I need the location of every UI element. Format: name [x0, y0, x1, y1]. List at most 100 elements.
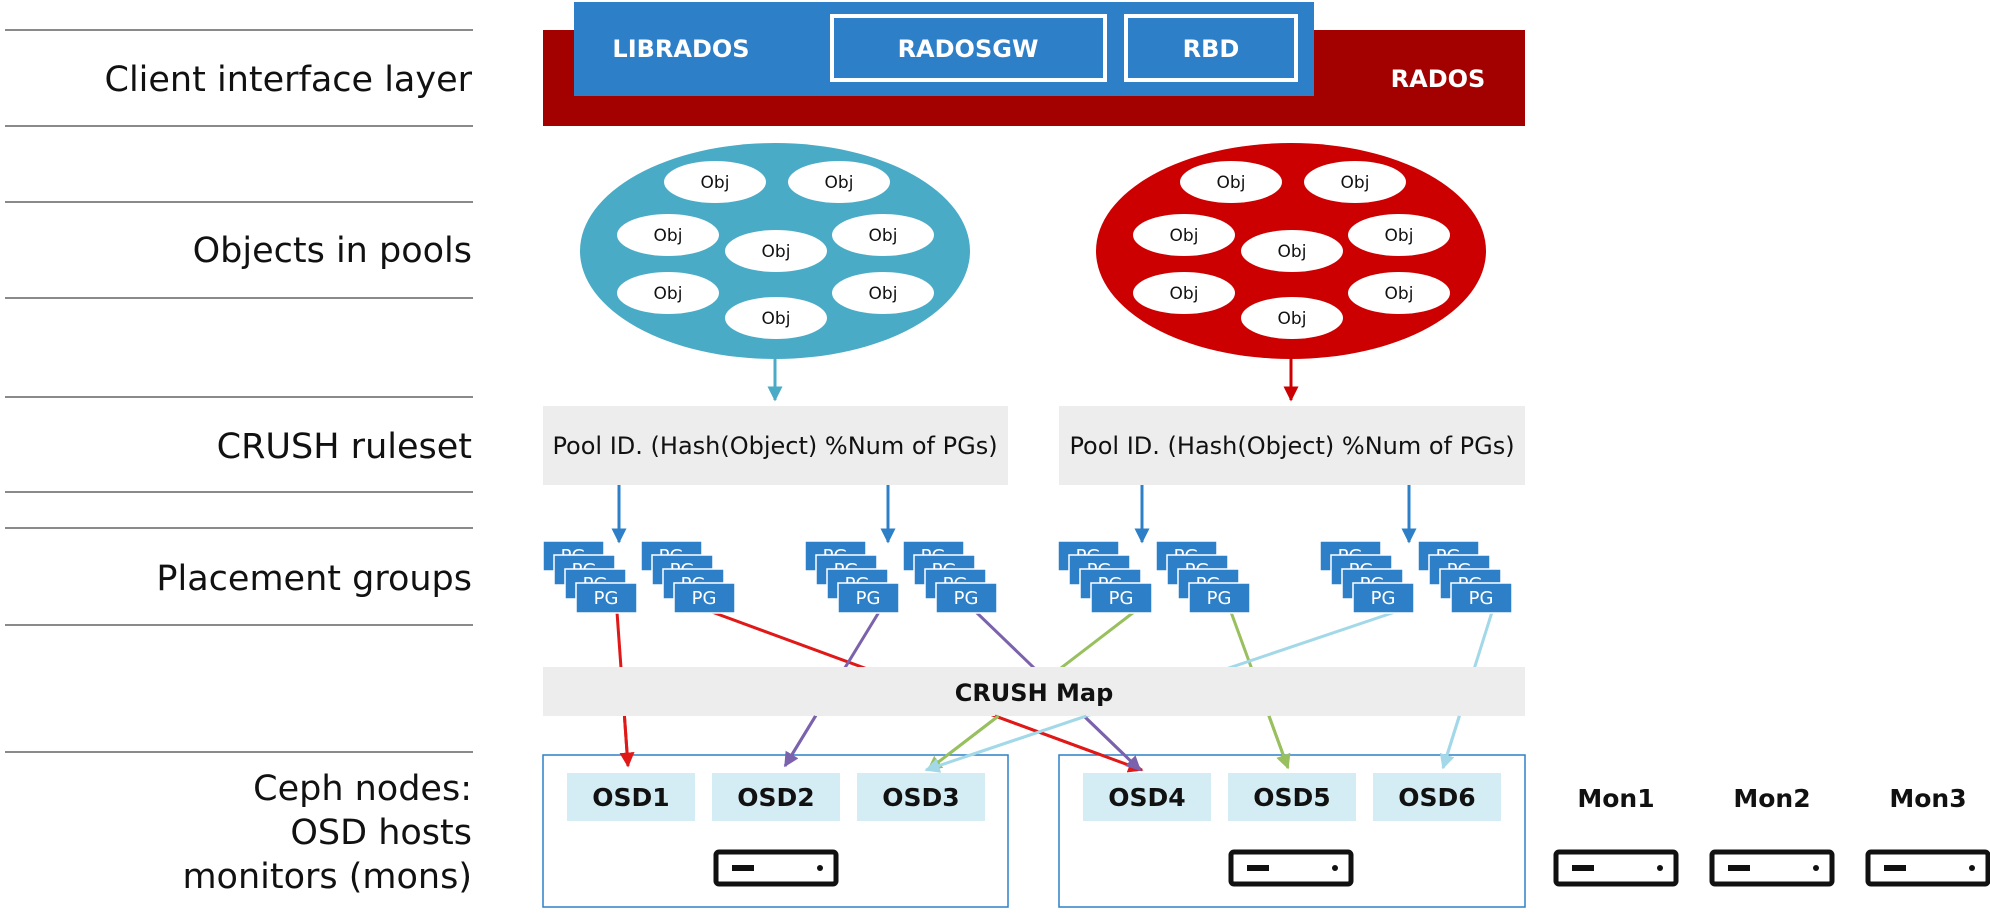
server-icon	[1865, 849, 1990, 887]
crush-ruleset: Pool ID. (Hash(Object) %Num of PGs) Pool…	[543, 406, 1525, 485]
object-right-2: Obj	[1304, 161, 1406, 203]
ruleset-box-right	[1059, 406, 1525, 485]
server-icon	[713, 849, 839, 887]
layer-label-nodes-3: monitors (mons)	[182, 857, 472, 897]
placement-group: PG	[1188, 582, 1251, 614]
object-left-3: Obj	[617, 214, 719, 256]
object-left-8: Obj	[832, 272, 934, 314]
pg-label: PG	[1109, 588, 1134, 609]
osd-6: OSD6	[1373, 773, 1501, 821]
monitor-2: Mon2	[1709, 784, 1835, 887]
ruleset-to-pg-arrows	[611, 485, 1417, 544]
object-label: Obj	[762, 242, 791, 262]
rbd-box	[1124, 14, 1298, 82]
radosgw-label: RADOSGW	[898, 35, 1039, 63]
placement-groups: PGPGPGPGPGPGPGPGPGPGPGPGPGPGPGPGPGPGPGPG…	[542, 540, 1513, 614]
layer-label-nodes-2: OSD hosts	[290, 813, 472, 853]
osd-label: OSD3	[882, 783, 959, 812]
object-left-7: Obj	[725, 297, 827, 339]
object-right-3: Obj	[1133, 214, 1235, 256]
monitor-label: Mon1	[1577, 784, 1654, 813]
object-left-6: Obj	[617, 272, 719, 314]
pg-label: PG	[1207, 588, 1232, 609]
object-label: Obj	[1278, 242, 1307, 262]
object-label: Obj	[762, 309, 791, 329]
pg-label: PG	[692, 588, 717, 609]
monitor-label: Mon2	[1733, 784, 1810, 813]
monitor-1: Mon1	[1553, 784, 1679, 887]
layer-labels: Client interface layer Objects in pools …	[5, 29, 473, 897]
object-label: Obj	[1278, 309, 1307, 329]
monitor-3: Mon3	[1865, 784, 1990, 887]
object-label: Obj	[1385, 226, 1414, 246]
object-label: Obj	[1170, 284, 1199, 304]
object-label: Obj	[1341, 173, 1370, 193]
client-interface-layer: RADOS LIBRADOS RADOSGW RBD	[543, 2, 1525, 126]
crush-to-osd-arrows	[619, 714, 1461, 773]
pg-label: PG	[856, 588, 881, 609]
server-icon	[1709, 849, 1835, 887]
placement-group: PG	[1352, 582, 1415, 614]
monitors: Mon1 Mon2 Mon3	[1553, 784, 1990, 887]
pg-label: PG	[954, 588, 979, 609]
object-right-8: Obj	[1348, 272, 1450, 314]
placement-group: PG	[673, 582, 736, 614]
osd-5: OSD5	[1228, 773, 1356, 821]
mapping-arrow-1	[619, 715, 635, 768]
mapping-arrow-4	[1082, 714, 1142, 772]
layer-label-client: Client interface layer	[105, 60, 473, 100]
layer-label-pg: Placement groups	[156, 559, 472, 599]
crush-map-bar	[543, 667, 1525, 716]
ruleset-text-left: Pool ID. (Hash(Object) %Num of PGs)	[552, 432, 997, 460]
mapping-arrow-2	[994, 714, 1144, 773]
rados-label: RADOS	[1391, 65, 1486, 93]
object-label: Obj	[1385, 284, 1414, 304]
osd-label: OSD6	[1398, 783, 1475, 812]
osd-3: OSD3	[857, 773, 985, 821]
server-icon	[1228, 849, 1354, 887]
server-icons	[713, 849, 1354, 887]
mapping-arrow-7	[924, 714, 1087, 773]
mapping-arrow-8	[1439, 715, 1461, 770]
mapping-arrow-6	[1267, 715, 1291, 770]
object-right-7: Obj	[1241, 297, 1343, 339]
osd-label: OSD2	[737, 783, 814, 812]
object-label: Obj	[701, 173, 730, 193]
placement-group: PG	[575, 582, 638, 614]
layer-label-nodes-1: Ceph nodes:	[253, 769, 472, 809]
object-label: Obj	[654, 284, 683, 304]
placement-group: PG	[935, 582, 998, 614]
placement-group: PG	[1450, 582, 1513, 614]
object-left-4: Obj	[725, 230, 827, 272]
pg-label: PG	[1469, 588, 1494, 609]
object-left-2: Obj	[788, 161, 890, 203]
crush-map-label: CRUSH Map	[955, 679, 1114, 707]
placement-group: PG	[837, 582, 900, 614]
object-label: Obj	[1170, 226, 1199, 246]
object-label: Obj	[654, 226, 683, 246]
pg-label: PG	[594, 588, 619, 609]
osd-2: OSD2	[712, 773, 840, 821]
rbd-label: RBD	[1183, 35, 1240, 63]
osd-label: OSD5	[1253, 783, 1330, 812]
object-label: Obj	[869, 284, 898, 304]
object-label: Obj	[825, 173, 854, 193]
monitor-label: Mon3	[1889, 784, 1966, 813]
mapping-arrow-3	[783, 715, 817, 768]
osd-1: OSD1	[567, 773, 695, 821]
object-right-5: Obj	[1348, 214, 1450, 256]
object-label: Obj	[869, 226, 898, 246]
layer-label-crush: CRUSH ruleset	[217, 427, 472, 467]
osd-label: OSD1	[592, 783, 669, 812]
